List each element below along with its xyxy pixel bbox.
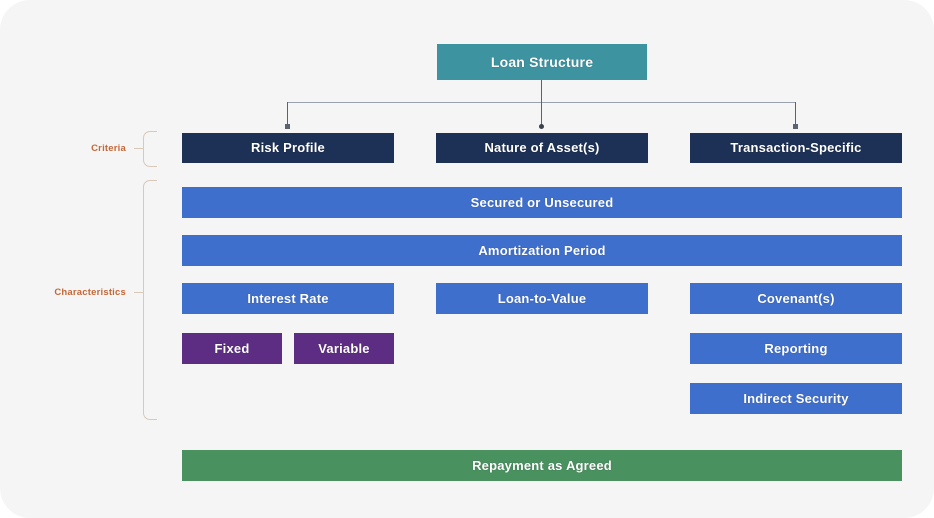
node-fixed-label: Fixed xyxy=(214,340,250,356)
node-fixed[interactable]: Fixed xyxy=(182,333,282,364)
node-nature-of-assets-label: Nature of Asset(s) xyxy=(484,140,600,156)
bracket-criteria-nub xyxy=(134,148,143,149)
node-amortization-period-label: Amortization Period xyxy=(478,242,606,258)
node-nature-of-assets[interactable]: Nature of Asset(s) xyxy=(436,133,648,163)
node-secured-or-unsecured-label: Secured or Unsecured xyxy=(470,194,614,210)
bracket-characteristics-nub xyxy=(134,292,143,293)
node-variable[interactable]: Variable xyxy=(294,333,394,364)
node-covenants-label: Covenant(s) xyxy=(757,290,835,306)
node-reporting-label: Reporting xyxy=(764,340,828,356)
node-loan-to-value[interactable]: Loan-to-Value xyxy=(436,283,648,314)
node-secured-or-unsecured[interactable]: Secured or Unsecured xyxy=(182,187,902,218)
node-transaction-specific[interactable]: Transaction-Specific xyxy=(690,133,902,163)
bracket-characteristics xyxy=(143,180,157,420)
row-label-characteristics: Characteristics xyxy=(22,287,126,298)
connector-cap-left xyxy=(285,124,290,129)
node-loan-to-value-label: Loan-to-Value xyxy=(497,290,587,306)
node-interest-rate-label: Interest Rate xyxy=(247,290,329,306)
row-label-criteria: Criteria xyxy=(68,143,126,154)
node-transaction-specific-label: Transaction-Specific xyxy=(730,140,862,156)
connector-drop-center xyxy=(541,102,542,127)
connector-drop-left xyxy=(287,102,288,127)
node-indirect-security-label: Indirect Security xyxy=(743,390,849,406)
node-repayment-as-agreed[interactable]: Repayment as Agreed xyxy=(182,450,902,481)
node-loan-structure-label: Loan Structure xyxy=(490,53,594,70)
node-reporting[interactable]: Reporting xyxy=(690,333,902,364)
node-covenants[interactable]: Covenant(s) xyxy=(690,283,902,314)
row-label-criteria-text: Criteria xyxy=(91,143,126,154)
node-risk-profile-label: Risk Profile xyxy=(251,140,325,156)
node-loan-structure[interactable]: Loan Structure xyxy=(437,44,647,80)
node-interest-rate[interactable]: Interest Rate xyxy=(182,283,394,314)
bracket-criteria xyxy=(143,131,157,167)
node-repayment-as-agreed-label: Repayment as Agreed xyxy=(472,457,612,473)
connector-drop-right xyxy=(795,102,796,127)
node-amortization-period[interactable]: Amortization Period xyxy=(182,235,902,266)
connector-root-stem xyxy=(541,80,542,102)
row-label-characteristics-text: Characteristics xyxy=(54,287,126,298)
connector-cap-center xyxy=(539,124,544,129)
connector-cap-right xyxy=(793,124,798,129)
node-risk-profile[interactable]: Risk Profile xyxy=(182,133,394,163)
node-variable-label: Variable xyxy=(318,340,370,356)
node-indirect-security[interactable]: Indirect Security xyxy=(690,383,902,414)
